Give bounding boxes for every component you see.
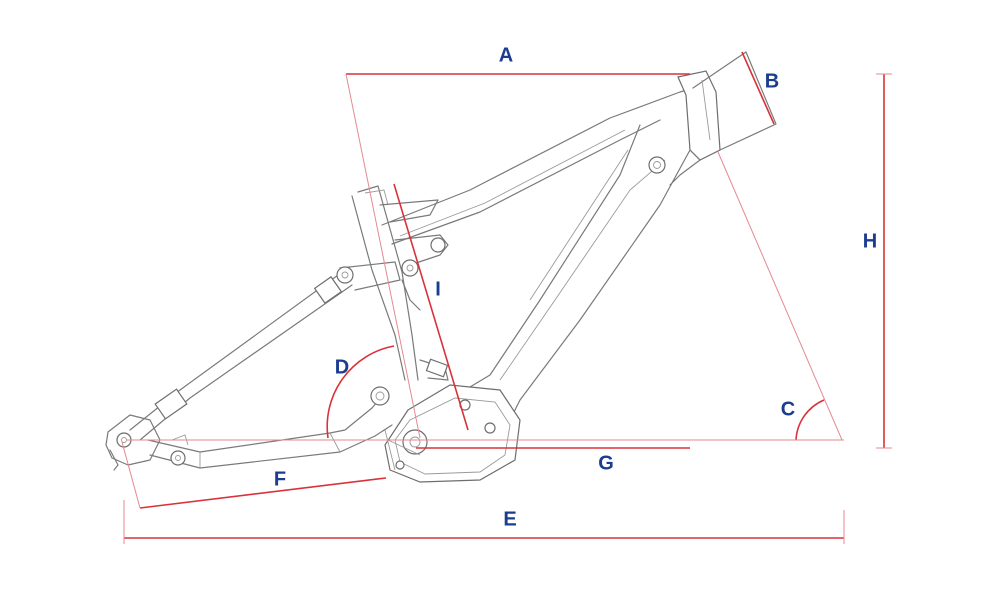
dimension-labels: A B C D E F G H I <box>274 44 877 530</box>
dimension-line-i <box>393 183 469 431</box>
angle-arc-c <box>795 399 825 441</box>
angle-arc-d <box>326 345 395 439</box>
dimension-line-c <box>717 151 843 441</box>
label-a: A <box>499 44 513 66</box>
label-d: D <box>335 356 349 378</box>
dimension-lines <box>121 51 892 544</box>
dimension-line-b <box>741 51 775 125</box>
label-b: B <box>765 70 779 92</box>
dimension-line-f <box>139 477 387 509</box>
label-i: I <box>435 278 441 300</box>
label-h: H <box>863 230 877 252</box>
label-g: G <box>598 452 614 474</box>
label-e: E <box>503 508 516 530</box>
label-f: F <box>274 468 286 490</box>
bike-frame-drawing <box>105 51 777 483</box>
label-c: C <box>781 398 795 420</box>
